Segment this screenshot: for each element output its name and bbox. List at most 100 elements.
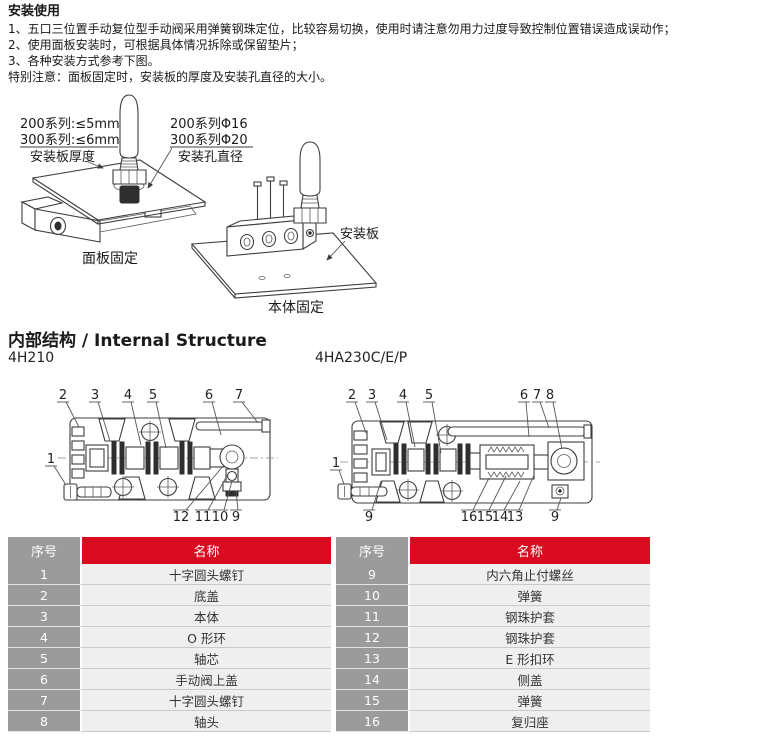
hole-series-300-label: 300系列Φ20 bbox=[170, 133, 248, 148]
cross-section-4ha230: 2 3 4 5 6 7 8 1 9 16 15 14 13 9 bbox=[330, 388, 600, 525]
part-name: 十字圆头螺钉 bbox=[80, 564, 331, 585]
part-no: 11 bbox=[336, 606, 408, 627]
valve-body bbox=[226, 213, 317, 257]
top-pin bbox=[195, 419, 271, 433]
body-mount-caption: 本体固定 bbox=[268, 300, 324, 316]
callout-1b: 1 bbox=[332, 456, 340, 471]
hole-diameter-label: 200系列Φ16 300系列Φ20 安装孔直径 bbox=[147, 117, 253, 189]
bottom-screw bbox=[63, 483, 112, 501]
part-no: 4 bbox=[8, 627, 80, 648]
knurled-sleeve bbox=[119, 185, 140, 204]
part-no: 10 bbox=[336, 585, 408, 606]
thickness-series-200-label: 200系列:≤5mm bbox=[20, 117, 120, 132]
callout-7: 7 bbox=[235, 388, 243, 403]
port-circles-2 bbox=[397, 424, 463, 502]
callout-1: 1 bbox=[47, 452, 55, 467]
callout-6b: 6 bbox=[520, 388, 528, 403]
callout-11: 11 bbox=[195, 510, 212, 525]
thickness-series-300-label: 300系列:≤6mm bbox=[20, 133, 120, 148]
panel-mount-drawing: 200系列:≤5mm 300系列:≤6mm 安装板厚度 200系列Φ16 300… bbox=[20, 94, 253, 267]
plate-thickness-label: 200系列:≤5mm 300系列:≤6mm 安装板厚度 bbox=[20, 117, 120, 169]
set-screw-right bbox=[551, 484, 569, 499]
model-label-4h210: 4H210 bbox=[8, 350, 55, 366]
spool-assembly-2 bbox=[371, 443, 483, 476]
part-no: 15 bbox=[336, 690, 408, 711]
port-circles bbox=[112, 421, 179, 498]
callout-13b: 13 bbox=[507, 510, 524, 525]
callout-2b: 2 bbox=[348, 388, 356, 403]
cross-section-4h210: 2 3 4 5 6 7 1 12 11 10 9 bbox=[45, 388, 278, 525]
part-no: 8 bbox=[8, 711, 80, 732]
panel-mount-caption: 面板固定 bbox=[82, 251, 138, 267]
plate-label: 安装板 bbox=[326, 227, 379, 261]
callout-14b: 14 bbox=[492, 510, 509, 525]
part-name: 弹簧 bbox=[408, 585, 650, 606]
callout-12: 12 bbox=[173, 510, 190, 525]
internal-structure-heading: 内部结构 / Internal Structure bbox=[8, 331, 267, 351]
part-no: 6 bbox=[8, 669, 80, 690]
callout-2: 2 bbox=[59, 388, 67, 403]
internal-structure-diagrams: 2 3 4 5 6 7 1 12 11 10 9 bbox=[45, 388, 600, 525]
part-name: 钢珠护套 bbox=[408, 627, 650, 648]
part-name: 手动阀上盖 bbox=[80, 669, 331, 690]
cam-circle bbox=[547, 441, 585, 481]
callout-9: 9 bbox=[232, 510, 240, 525]
hole-series-200-label: 200系列Φ16 bbox=[170, 117, 248, 132]
callout-15b: 15 bbox=[477, 510, 494, 525]
name-header: 名称 bbox=[408, 537, 650, 564]
part-name: 本体 bbox=[80, 606, 331, 627]
plate-label-text: 安装板 bbox=[340, 227, 379, 242]
model-label-4ha230: 4HA230C/E/P bbox=[315, 350, 408, 366]
hole-leader-arrow bbox=[147, 147, 173, 189]
part-name: 十字圆头螺钉 bbox=[80, 690, 331, 711]
mounting-drawings: 200系列:≤5mm 300系列:≤6mm 安装板厚度 200系列Φ16 300… bbox=[20, 94, 379, 316]
install-instructions: 安装使用 1、五口三位置手动复位型手动阀采用弹簧钢珠定位，比较容易切换，使用时请… bbox=[8, 3, 756, 85]
callout-4: 4 bbox=[124, 388, 132, 403]
part-no: 12 bbox=[336, 627, 408, 648]
part-name: 底盖 bbox=[80, 585, 331, 606]
top-pin-2 bbox=[447, 424, 592, 439]
return-detent-block bbox=[479, 444, 551, 480]
callout-5b: 5 bbox=[425, 388, 433, 403]
part-no: 7 bbox=[8, 690, 80, 711]
callout-10: 10 bbox=[212, 510, 229, 525]
part-name: O 形环 bbox=[80, 627, 331, 648]
part-no: 16 bbox=[336, 711, 408, 732]
part-no: 9 bbox=[336, 564, 408, 585]
no-header: 序号 bbox=[8, 537, 80, 564]
callout-9b-left: 9 bbox=[365, 510, 373, 525]
part-no: 13 bbox=[336, 648, 408, 669]
callout-16b: 16 bbox=[461, 510, 478, 525]
install-item-3: 3、各种安装方式参考下图。 bbox=[8, 54, 160, 68]
body-mount-drawing: 安装板 本体固定 bbox=[190, 141, 379, 316]
table-header-row: 序号 名称 bbox=[336, 537, 650, 564]
callouts-4h210: 2 3 4 5 6 7 1 12 11 10 9 bbox=[45, 388, 259, 525]
install-title: 安装使用 bbox=[8, 4, 61, 19]
part-no: 5 bbox=[8, 648, 80, 669]
callout-4b: 4 bbox=[399, 388, 407, 403]
plate-leader-arrow bbox=[326, 240, 346, 261]
part-name: 侧盖 bbox=[408, 669, 650, 690]
spool-assembly bbox=[85, 441, 225, 475]
thickness-label: 安装板厚度 bbox=[30, 149, 95, 165]
callout-7b: 7 bbox=[533, 388, 541, 403]
part-name: 钢珠护套 bbox=[408, 606, 650, 627]
part-name: 复归座 bbox=[408, 711, 650, 732]
hole-label: 安装孔直径 bbox=[178, 150, 243, 165]
part-no: 2 bbox=[8, 585, 80, 606]
part-no: 14 bbox=[336, 669, 408, 690]
callout-5: 5 bbox=[149, 388, 157, 403]
